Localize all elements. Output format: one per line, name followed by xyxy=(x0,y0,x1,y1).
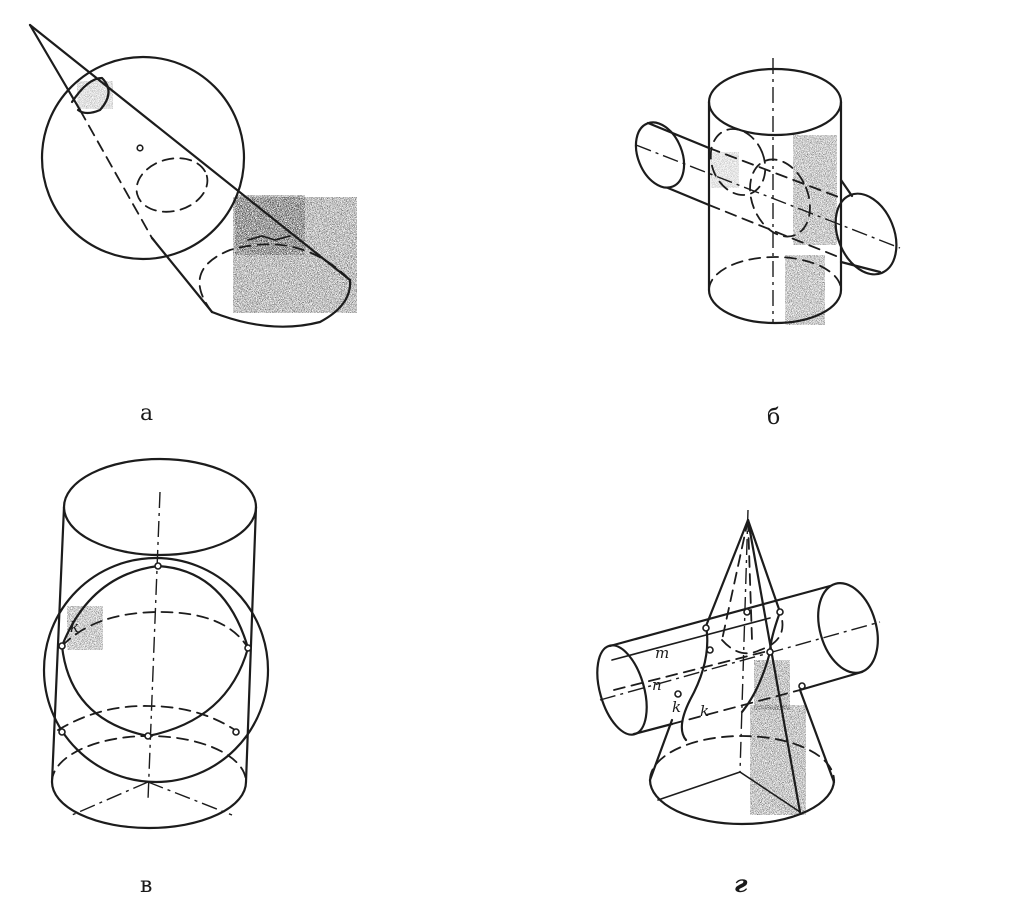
point-4 xyxy=(766,648,774,656)
cylinder-generator-n xyxy=(613,649,773,691)
intersection-curve-upper xyxy=(70,76,110,115)
intersection-curve-left xyxy=(709,128,767,196)
base-radius-right xyxy=(147,781,233,816)
cone-base-radius-left xyxy=(657,771,741,801)
cone-right-generator-lower xyxy=(798,688,836,784)
horizontal-cylinder-lower-edge-left xyxy=(666,186,711,207)
cylinder-lower-edge-right xyxy=(798,670,864,692)
point-5 xyxy=(798,682,806,690)
cone-hidden-generator-1 xyxy=(721,519,749,641)
cylinder-axis xyxy=(147,491,161,801)
cone-generator-lower-hidden xyxy=(79,109,153,239)
figure-label-g: г xyxy=(734,869,748,898)
point-right xyxy=(244,644,252,652)
point-lower-right xyxy=(232,728,240,736)
intersection-seam xyxy=(247,235,291,241)
horizontal-cylinder-upper-edge-left xyxy=(646,121,711,150)
sphere-center-point xyxy=(136,144,144,152)
point-3 xyxy=(776,608,784,616)
cylinder-hidden-lower xyxy=(671,689,801,725)
intersection-dashed-ellipse xyxy=(61,611,249,649)
cone-front-generator xyxy=(746,518,802,814)
cone-left-generator-upper xyxy=(704,518,750,628)
intersection-curve-right xyxy=(749,158,811,238)
figure-b-shading xyxy=(711,135,837,325)
cone-base-back xyxy=(649,735,835,781)
curve-label-k-right: k xyxy=(700,702,709,720)
cylinder-generator-m xyxy=(611,617,771,661)
cone-axis xyxy=(739,509,749,773)
figure-a-cone-sphere xyxy=(28,23,357,328)
figure-v-cylinder-sphere: k xyxy=(42,457,270,830)
intersection-curve-front xyxy=(680,624,709,742)
cylinder-left-edge xyxy=(50,505,66,784)
horizontal-cylinder-hidden-upper xyxy=(708,147,842,199)
sphere-outline xyxy=(42,556,270,784)
cone-base-front xyxy=(210,278,352,328)
curve-label-m: m xyxy=(655,644,669,662)
intersection-curve-hidden xyxy=(721,611,784,655)
vertical-cylinder-base-back xyxy=(708,256,842,291)
vertical-cylinder-top xyxy=(707,67,843,137)
cone-base-front xyxy=(648,778,836,826)
figure-label-v: в xyxy=(140,873,152,898)
point-top xyxy=(154,562,162,570)
cone-right-generator-upper xyxy=(746,518,782,614)
vertical-cylinder-base-front xyxy=(707,288,843,325)
point-7 xyxy=(706,646,714,654)
point-left xyxy=(58,642,66,650)
point-2 xyxy=(743,608,751,616)
curve-label-n: n xyxy=(652,676,662,694)
base-radius-left xyxy=(71,781,149,816)
cylinder-left-end xyxy=(596,644,648,736)
cylinder-lower-edge-left xyxy=(632,722,674,736)
point-lower-left xyxy=(58,728,66,736)
point-1 xyxy=(702,624,710,632)
figure-label-a: а xyxy=(140,401,153,426)
cone-base-back xyxy=(198,243,351,313)
cone-generator-upper xyxy=(28,23,352,282)
intersection-dashed-lower xyxy=(57,705,239,733)
sphere-outline xyxy=(40,55,246,261)
point-bottom xyxy=(144,732,152,740)
figure-v-mark: k xyxy=(70,618,79,636)
figure-a-shading xyxy=(77,81,357,313)
cone-generator-lower xyxy=(150,236,214,314)
horizontal-cylinder-lower-edge-right xyxy=(839,260,882,274)
cylinder-upper-edge xyxy=(608,584,832,648)
cone-generator-lower-visible xyxy=(28,23,82,112)
cylinder-axis xyxy=(599,621,881,701)
cone-hidden-generator-2 xyxy=(747,519,753,641)
cone-left-generator-lower xyxy=(648,718,674,782)
cone-base-radius-right xyxy=(739,771,801,813)
intersection-curve-lower xyxy=(135,157,209,213)
horizontal-cylinder-upper-edge-right xyxy=(839,178,854,198)
figure-b-crossing-cylinders xyxy=(634,58,901,325)
figure-label-b: б xyxy=(767,405,780,430)
curve-label-k-left: k xyxy=(672,698,681,716)
cylinder-base-front xyxy=(50,780,248,830)
horizontal-cylinder-axis xyxy=(635,144,901,249)
figure-g-cone-cylinder: m n k k xyxy=(596,509,881,826)
horizontal-cylinder-hidden-lower xyxy=(708,204,842,259)
cylinder-right-end xyxy=(817,582,879,674)
point-6 xyxy=(674,690,682,698)
